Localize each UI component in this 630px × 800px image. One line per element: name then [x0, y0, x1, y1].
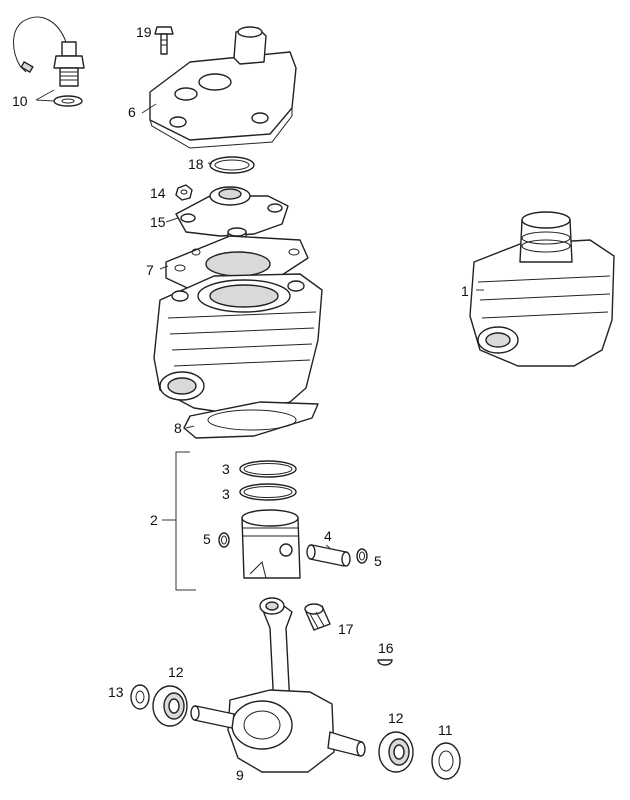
callout-4: 4 [324, 528, 332, 544]
callouts: 1 2 3 3 4 5 5 6 7 8 9 10 11 12 12 13 14 … [12, 24, 469, 783]
callout-8: 8 [174, 420, 182, 436]
part-1-cylinder-assembly [469, 211, 615, 367]
leader-lines [35, 89, 484, 549]
callout-3-lower: 3 [222, 486, 230, 502]
callout-5-right: 5 [374, 553, 382, 569]
piston [241, 509, 301, 579]
part-16-woodruff-key [377, 659, 393, 666]
callout-1: 1 [461, 283, 469, 299]
callout-17: 17 [338, 621, 354, 637]
callout-19: 19 [136, 24, 152, 40]
callout-2: 2 [150, 512, 158, 528]
part-12-bearing-left [152, 685, 188, 727]
callout-14: 14 [150, 185, 166, 201]
piston-kit-bracket [162, 451, 196, 591]
cylinder-exploded [153, 273, 323, 415]
callout-3-upper: 3 [222, 461, 230, 477]
callout-9: 9 [236, 767, 244, 783]
part-18-o-ring [209, 156, 255, 174]
part-11-oil-seal [431, 742, 461, 780]
callout-6: 6 [128, 104, 136, 120]
part-8-base-gasket [183, 401, 319, 439]
callout-10: 10 [12, 93, 28, 109]
part-13-oil-seal [130, 684, 150, 710]
callout-12-right: 12 [388, 710, 404, 726]
part-14-nut [175, 184, 193, 201]
callout-16: 16 [378, 640, 394, 656]
callout-12-left: 12 [168, 664, 184, 680]
part-10-temperature-sensor [13, 16, 85, 107]
callout-5-left: 5 [203, 531, 211, 547]
part-12-bearing-right [378, 731, 414, 773]
callout-15: 15 [150, 214, 166, 230]
callout-11: 11 [438, 722, 453, 738]
part-9-crankshaft [190, 597, 366, 773]
part-5-circlip-right [356, 548, 368, 564]
part-3-piston-ring-upper [239, 460, 297, 478]
callout-18: 18 [188, 156, 204, 172]
part-5-circlip-left [218, 532, 230, 548]
callout-13: 13 [108, 684, 124, 700]
part-4-piston-pin [306, 544, 351, 567]
part-3-piston-ring-lower [239, 483, 297, 501]
part-19-bolt [154, 26, 174, 55]
callout-7: 7 [146, 262, 154, 278]
part-6-cylinder-head [149, 26, 297, 149]
part-17-needle-bearing [304, 603, 331, 631]
